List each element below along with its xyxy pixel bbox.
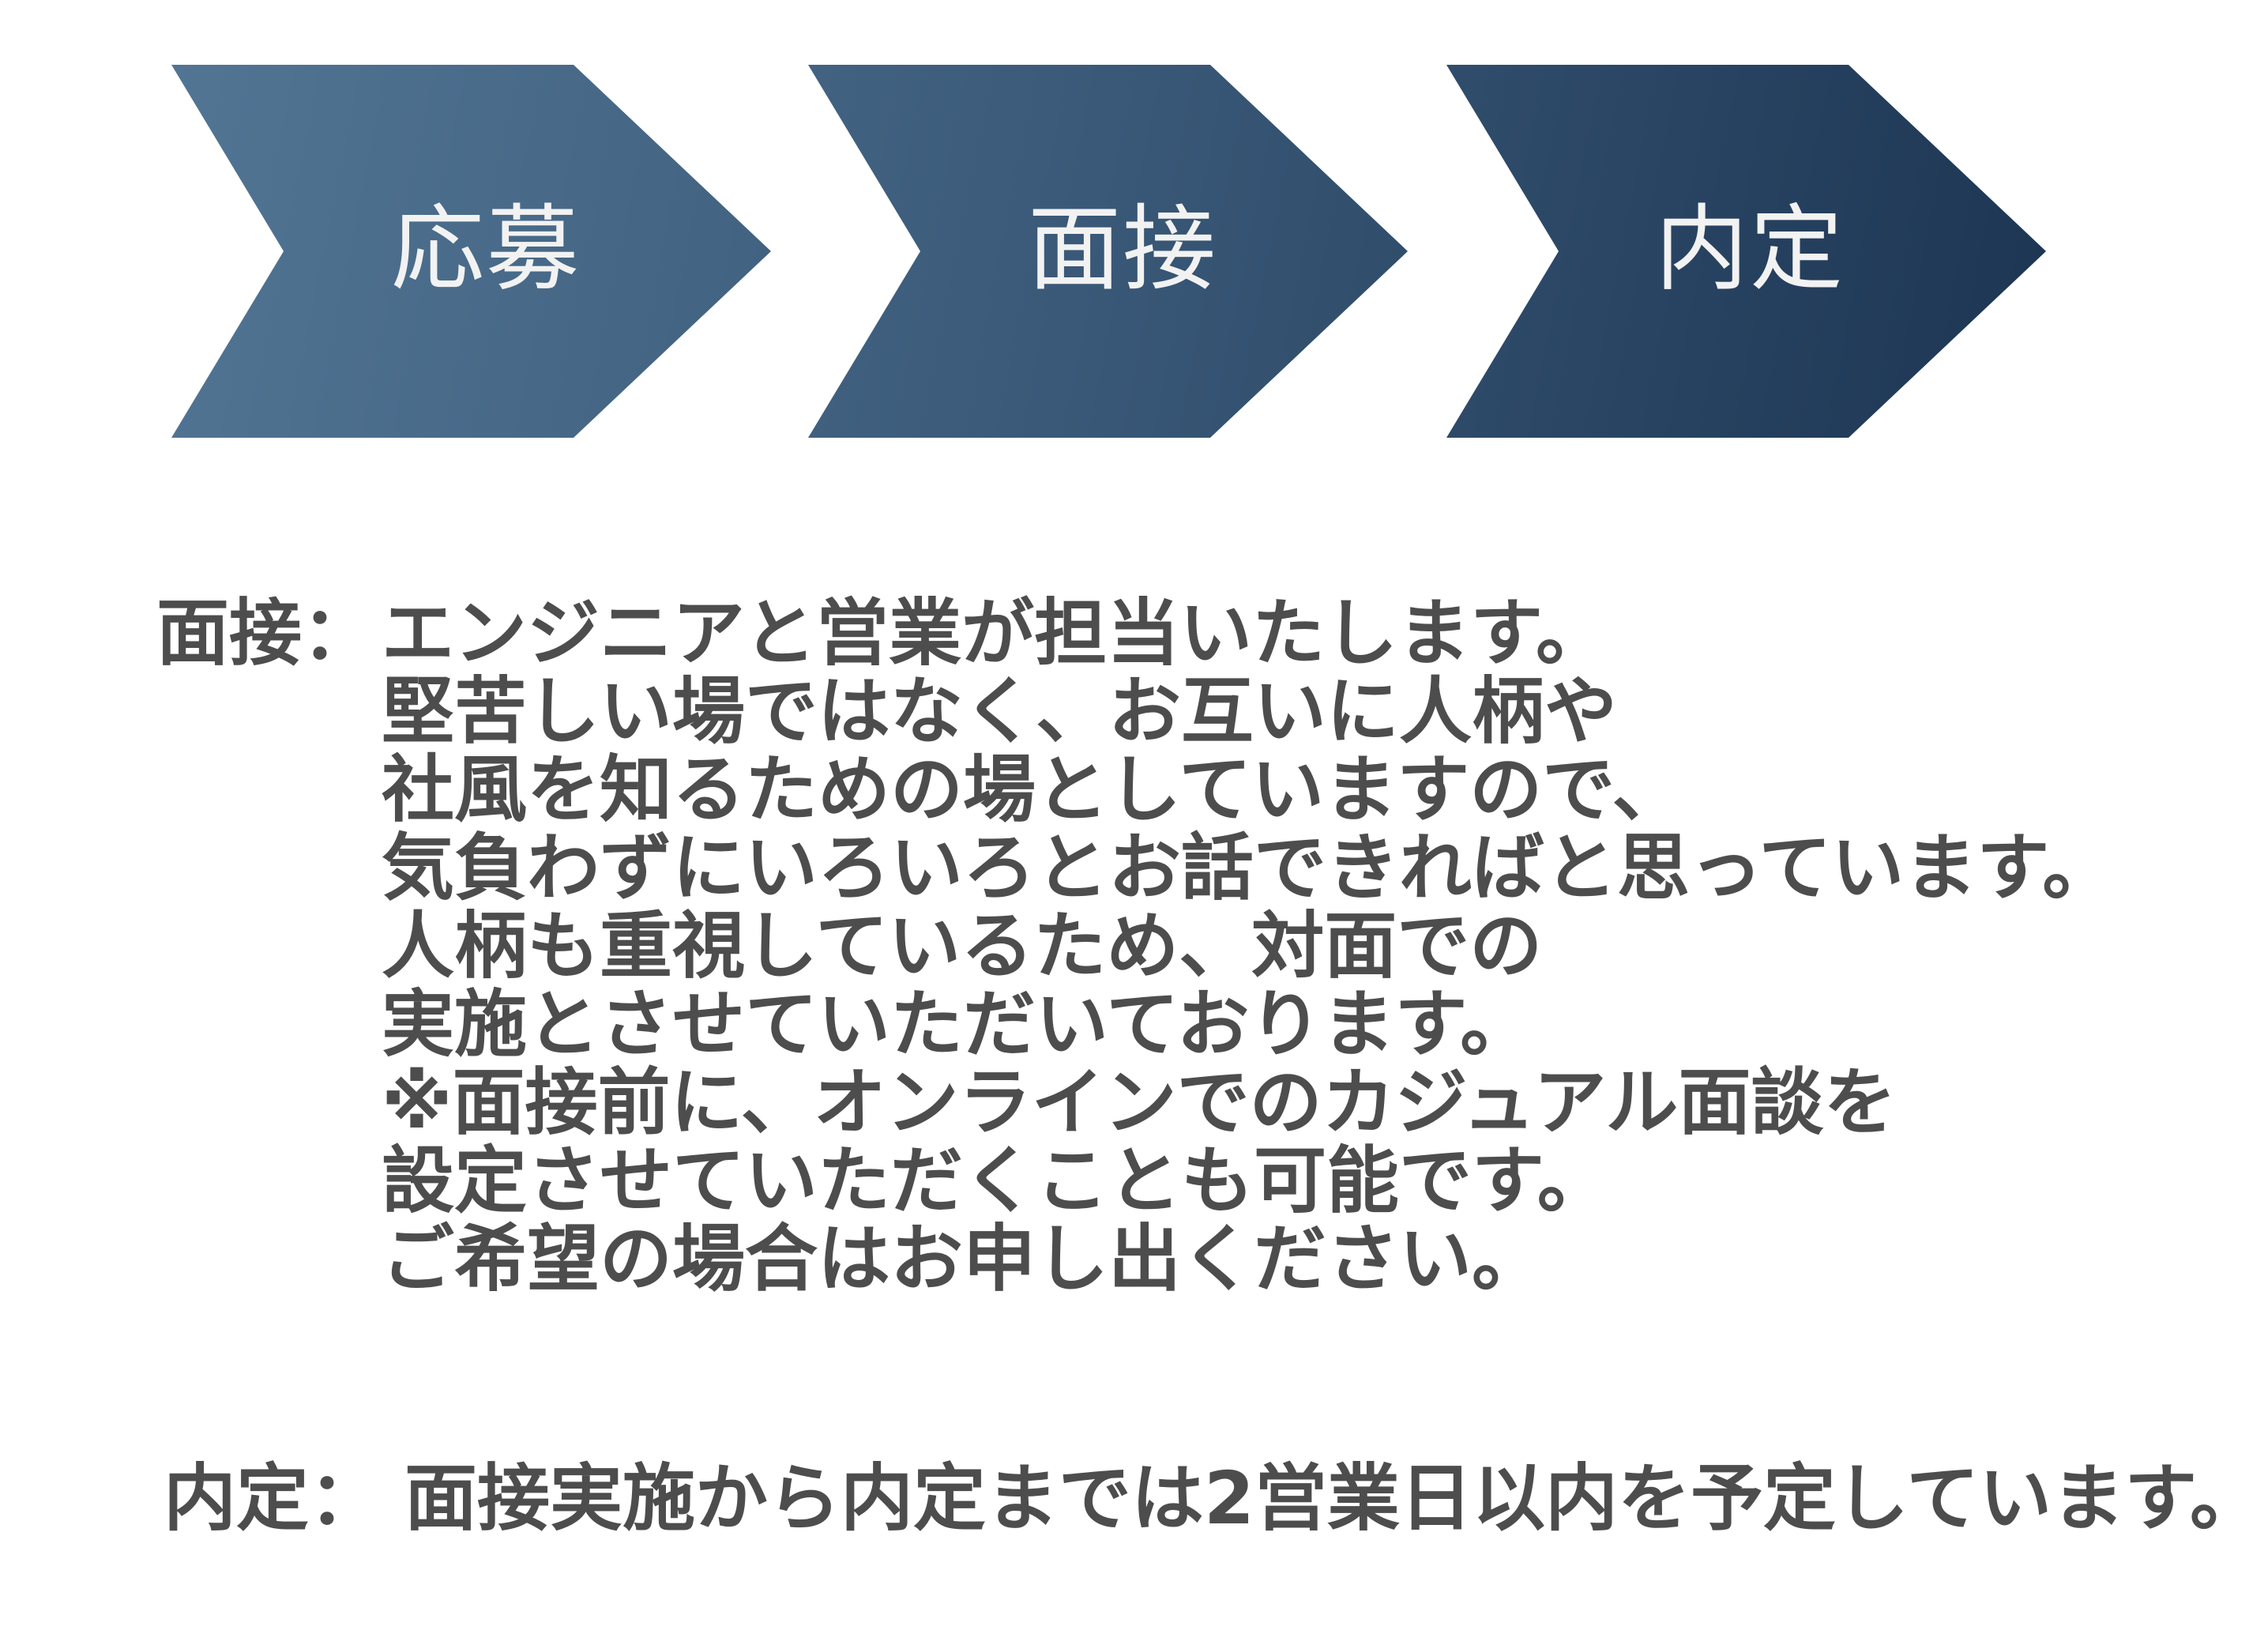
chevron-step-1 (171, 65, 771, 438)
interview-line: 社風を知るための場としていますので、 (382, 747, 1685, 832)
process-flow: 応募 面接 内定 (0, 0, 2268, 506)
offer-heading: 内定： (164, 1456, 382, 1541)
chevron-step-2 (808, 65, 1408, 438)
chevron-flow-graphic (171, 65, 2046, 438)
interview-line: ご希望の場合はお申し出ください。 (382, 1217, 1545, 1301)
interview-line: 実施とさせていただいております。 (382, 982, 1533, 1067)
interview-line: 堅苦しい場ではなく、お互いに人柄や (382, 669, 1618, 754)
interview-line: ※面接前に、オンラインでのカジュアル面談を (382, 1060, 1897, 1145)
interview-heading: 面接： (156, 591, 375, 676)
chevron-step-3 (1446, 65, 2046, 438)
step-label-offer: 内定 (1654, 194, 1845, 303)
step-label-apply: 応募 (390, 194, 581, 303)
interview-line: 気負わずにいろいろとお話できればと思っています。 (382, 826, 2116, 910)
interview-line: エンジニアと営業が担当いたします。 (382, 591, 1608, 676)
step-label-interview: 面接 (1027, 194, 1217, 303)
interview-description: エンジニアと営業が担当いたします。 堅苦しい場ではなく、お互いに人柄や 社風を知… (382, 594, 2115, 1298)
interview-line: 設定させていただくことも可能です。 (382, 1139, 1610, 1223)
interview-line: 人柄も重視しているため、対面での (382, 904, 1543, 988)
offer-description: 面接実施から内定までは2営業日以内を予定しています。 (404, 1456, 2263, 1541)
